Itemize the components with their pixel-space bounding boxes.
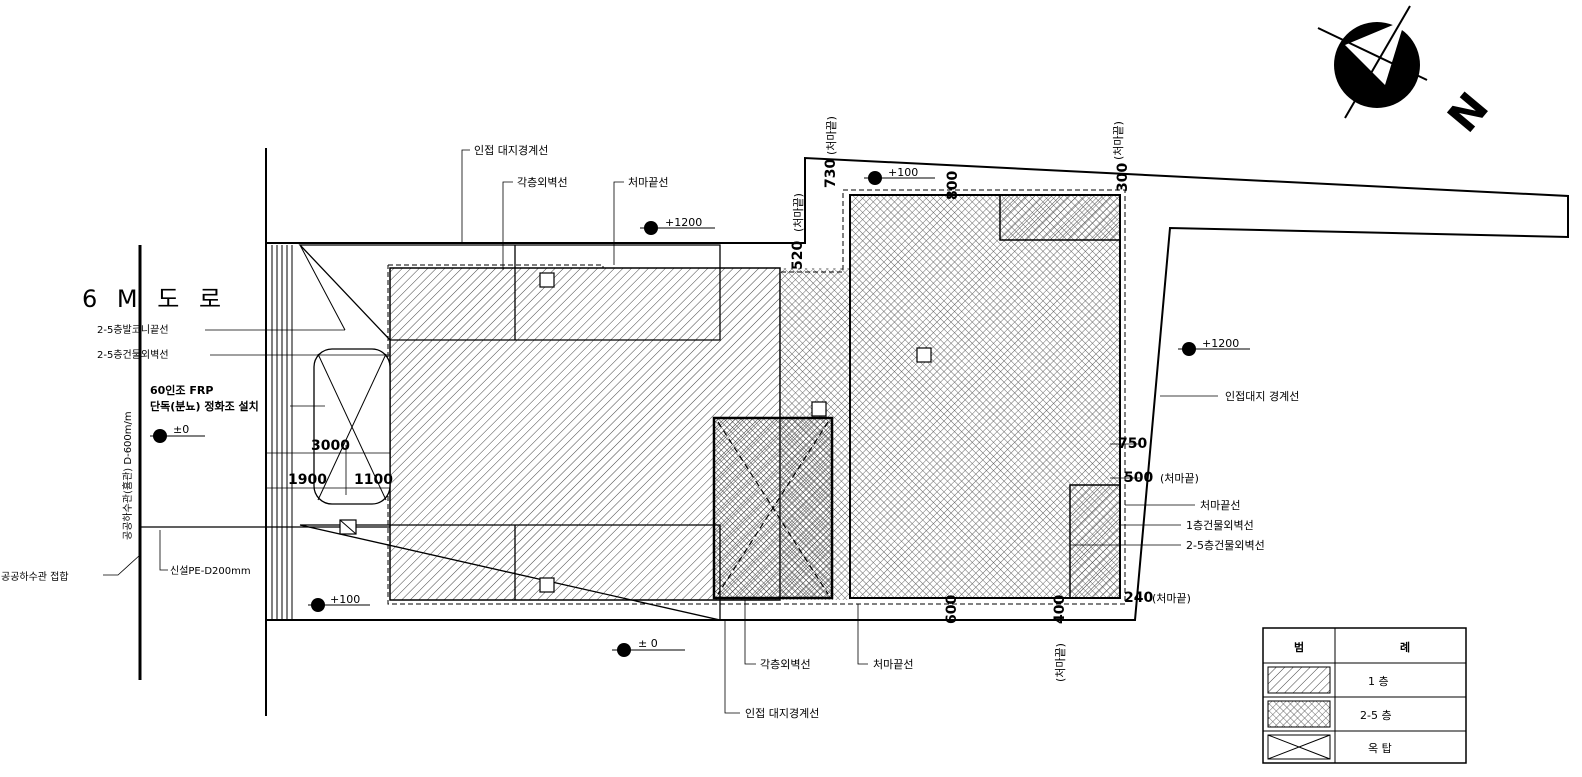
septic-label-1: 60인조 FRP — [150, 383, 213, 397]
dim-240-tag: (처마끝) — [1152, 592, 1191, 605]
dim-730-tag: (처마끝) — [825, 116, 838, 155]
boundary-bottom-label: 인접 대지경계선 — [745, 707, 819, 720]
annex-lower-area — [1069, 484, 1121, 599]
balcony-label: 2-5층발코니끝선 — [97, 324, 169, 336]
dim-400-tag: (처마끝) — [1054, 643, 1067, 682]
legend-row-2: 2-5 층 — [1360, 709, 1392, 722]
dim-240: 240 — [1124, 590, 1153, 606]
upper-wall-right-label: 2-5층건물외벽선 — [1186, 539, 1265, 552]
sewer-connect-label: 공공하수관 접합 — [1, 570, 69, 583]
opening-center — [916, 347, 932, 363]
septic-label-2: 단독(분뇨) 정화조 설치 — [150, 399, 259, 413]
new-pipe-label: 신설PE-D200mm — [170, 565, 251, 577]
legend-row-3: 옥 탑 — [1368, 742, 1392, 755]
level-marker-bottom-left: +100 — [308, 593, 370, 612]
annex-upper-area — [999, 194, 1121, 241]
eaves-line — [387, 189, 1126, 605]
balcony-bottom — [299, 524, 721, 621]
level-bottom-text: ± 0 — [638, 637, 658, 650]
dim-lines — [266, 443, 1140, 495]
walls-bottom-label: 각층외벽선 — [760, 658, 811, 671]
dim-3000: 3000 — [311, 438, 350, 454]
level-marker-top: +1200 — [640, 216, 715, 235]
north-arrow-icon: N — [1317, 5, 1498, 142]
opening-rooftop — [811, 401, 827, 417]
boundary-right-label: 인접대지 경계선 — [1225, 390, 1299, 403]
site-boundary — [266, 156, 1569, 621]
level-marker-left: ±0 — [150, 423, 205, 443]
eaves-bottom-label: 처마끝선 — [873, 658, 913, 671]
walls-top-label: 각층외벽선 — [517, 176, 568, 189]
opening-top — [539, 272, 555, 288]
opening-bottom — [539, 577, 555, 593]
level-notch-text: +100 — [888, 166, 918, 179]
legend-title-a: 범 — [1294, 640, 1304, 654]
level-marker-notch: +100 — [864, 166, 935, 185]
dim-520: 520 — [790, 241, 806, 270]
road-label: 6 M 도 로 — [82, 285, 227, 313]
level-left-text: ±0 — [173, 423, 189, 436]
dim-520-tag: (처마끝) — [792, 193, 805, 232]
dim-500-tag: (처마끝) — [1160, 472, 1199, 485]
dim-600: 600 — [944, 595, 960, 624]
dim-750: 750 — [1118, 436, 1147, 452]
dim-730: 730 — [823, 159, 839, 188]
legend-row-1: 1 층 — [1368, 675, 1389, 688]
road-edge-ticks — [271, 245, 293, 620]
dim-1100: 1100 — [354, 472, 393, 488]
boundary-top-label: 인접 대지경계선 — [474, 144, 548, 157]
north-label: N — [1438, 83, 1498, 141]
level-right-text: +1200 — [1202, 337, 1239, 350]
level-marker-right: +1200 — [1178, 337, 1250, 356]
dim-500: 500 — [1124, 470, 1153, 486]
dim-300-tag: (처마끝) — [1112, 121, 1125, 160]
dim-400: 400 — [1052, 595, 1068, 624]
level-bottom-left-text: +100 — [330, 593, 360, 606]
dim-300: 300 — [1115, 163, 1131, 192]
rooftop-cross — [717, 421, 829, 595]
ground-wall-right-label: 1층건물외벽선 — [1186, 519, 1254, 532]
eaves-top-label: 처마끝선 — [628, 176, 668, 189]
sewer-main-label: 공공하수관(흄관) D-600m/m — [121, 411, 134, 540]
dim-1900: 1900 — [288, 472, 327, 488]
level-marker-bottom: ± 0 — [612, 637, 685, 657]
upper-wall-left-label: 2-5층건물외벽선 — [97, 349, 169, 361]
legend: 범 례 1 층 2-5 층 옥 탑 — [1262, 627, 1467, 764]
balcony-top — [298, 244, 721, 341]
septic-cross — [317, 353, 387, 501]
level-top-text: +1200 — [665, 216, 702, 229]
dim-800: 800 — [945, 171, 961, 200]
legend-title-b: 례 — [1400, 640, 1410, 654]
eaves-right-label: 처마끝선 — [1200, 499, 1240, 512]
